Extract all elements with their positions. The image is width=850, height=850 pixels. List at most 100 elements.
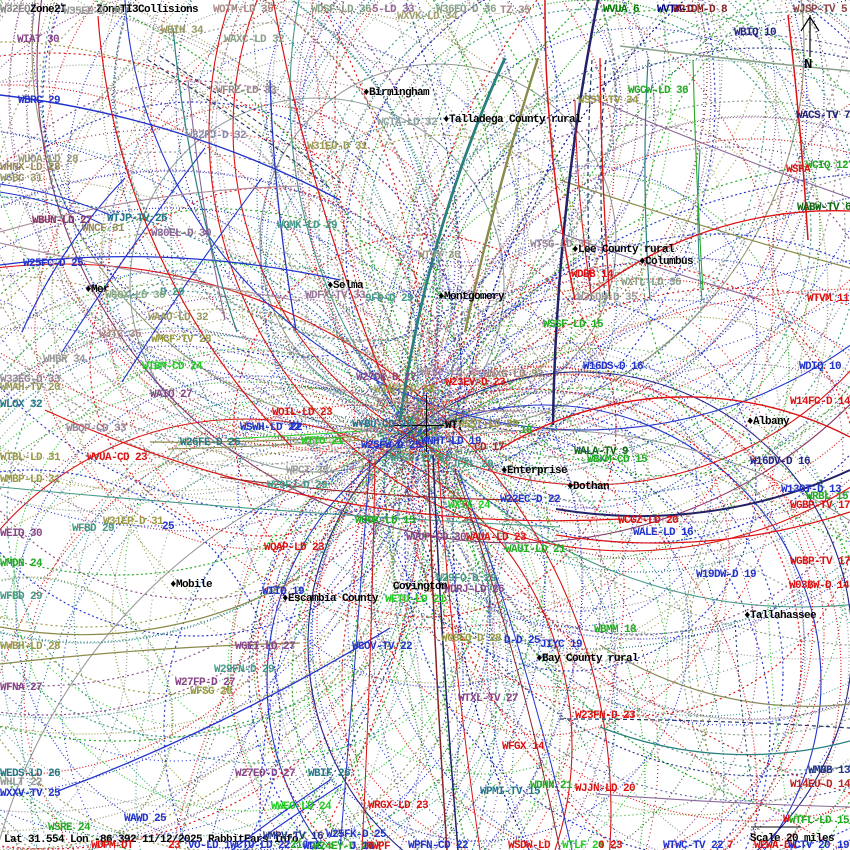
svg-text:W31EU-D 31: W31EU-D 31 xyxy=(307,141,368,153)
svg-text:JFXL 29: JFXL 29 xyxy=(451,459,493,471)
svg-text:WGBC 31: WGBC 31 xyxy=(0,173,43,185)
svg-text:WBUN-LD 27: WBUN-LD 27 xyxy=(32,215,92,227)
svg-text:25: 25 xyxy=(162,521,175,533)
svg-text:WOTM-LD 35: WOTM-LD 35 xyxy=(213,4,274,16)
svg-text:WNHT-LD 19: WNHT-LD 19 xyxy=(421,436,481,448)
svg-text:WBQP-CD 33: WBQP-CD 33 xyxy=(66,423,127,435)
svg-text:WXTL-LD 36: WXTL-LD 36 xyxy=(621,277,681,289)
svg-text:WBRC 29: WBRC 29 xyxy=(18,95,60,107)
svg-text:WFNA 27: WFNA 27 xyxy=(0,682,42,694)
svg-text:WFSG 28: WFSG 28 xyxy=(190,686,233,698)
svg-text:WAIQ 27: WAIQ 27 xyxy=(150,389,192,401)
svg-text:RWPF: RWPF xyxy=(366,841,390,850)
svg-text:WAAO-LD 32: WAAO-LD 32 xyxy=(148,312,208,324)
svg-text:♦Tallahassee: ♦Tallahassee xyxy=(744,610,817,622)
svg-text:WOIL-LD 23: WOIL-LD 23 xyxy=(272,407,333,419)
svg-text:23: 23 xyxy=(168,840,181,850)
svg-text:WMAH-TV 20: WMAH-TV 20 xyxy=(0,382,60,394)
svg-text:WMPV-TV 16: WMPV-TV 16 xyxy=(263,831,323,843)
svg-text:WXXV-TV 25: WXXV-TV 25 xyxy=(0,788,61,800)
svg-text:W19DW-D 19: W19DW-D 19 xyxy=(696,569,756,581)
svg-text:WIIQ 19: WIIQ 19 xyxy=(262,586,304,598)
svg-text:W21DM-D 8: W21DM-D 8 xyxy=(673,4,728,16)
svg-text:WWEO-LD 24: WWEO-LD 24 xyxy=(271,801,332,813)
svg-text:♦Talladega County rural: ♦Talladega County rural xyxy=(443,114,582,126)
svg-text:WGOX-LD 36: WGOX-LD 36 xyxy=(105,290,165,302)
svg-text:♦Escambia County: ♦Escambia County xyxy=(282,593,379,605)
svg-text:WCTV 20: WCTV 20 xyxy=(788,840,830,850)
svg-text:22: 22 xyxy=(290,422,302,434)
svg-text:Lat 31.554 Lon -86.392 11/12/2: Lat 31.554 Lon -86.392 11/12/2025 Rabbit… xyxy=(4,834,299,846)
svg-text:WGBP-TV 17: WGBP-TV 17 xyxy=(790,556,850,568)
svg-text:W22EC-D 22: W22EC-D 22 xyxy=(500,494,560,506)
svg-text:W24EY-D 24: W24EY-D 24 xyxy=(313,841,374,850)
svg-text:WRBL 15: WRBL 15 xyxy=(806,491,849,503)
svg-text:D-D 25: D-D 25 xyxy=(504,635,541,647)
svg-text:WOOK-LD 15: WOOK-LD 15 xyxy=(355,515,416,527)
svg-text:W25FC-D 25: W25FC-D 25 xyxy=(23,258,84,270)
svg-text:♦Montgomery: ♦Montgomery xyxy=(438,291,505,303)
svg-text:WBIF 26: WBIF 26 xyxy=(308,768,350,780)
svg-text:W26FE-D 26: W26FE-D 26 xyxy=(180,437,240,449)
svg-text:D 29: D 29 xyxy=(160,287,184,299)
svg-text:Scale 20 miles: Scale 20 miles xyxy=(750,833,834,845)
svg-text:WDFX-TV 33: WDFX-TV 33 xyxy=(305,290,366,302)
svg-text:WBIQ 10: WBIQ 10 xyxy=(734,27,776,39)
svg-text:WSST-LD 28: WSST-LD 28 xyxy=(458,419,519,431)
svg-text:WSWH-LD 22: WSWH-LD 22 xyxy=(240,422,300,434)
svg-text:WT(: WT( xyxy=(445,420,463,432)
svg-text:WCOV-TV 22: WCOV-TV 22 xyxy=(352,641,412,653)
svg-text:WCTU-LD 22: WCTU-LD 22 xyxy=(230,840,290,850)
svg-text:WQAP-LD 23: WQAP-LD 23 xyxy=(264,542,325,554)
svg-text:WFRZ-LD 33: WFRZ-LD 33 xyxy=(216,85,277,97)
svg-text:W25FW-D 25: W25FW-D 25 xyxy=(361,440,422,452)
svg-text:9FD-D 29: 9FD-D 29 xyxy=(365,293,413,305)
svg-text:WBIH 34: WBIH 34 xyxy=(161,25,204,37)
svg-text:WFBD 29: WFBD 29 xyxy=(0,591,42,603)
svg-text:W23EV-D 23: W23EV-D 23 xyxy=(445,377,506,389)
svg-text:WFBD 29: WFBD 29 xyxy=(72,523,114,535)
svg-text:WTVY 36: WTVY 36 xyxy=(418,250,460,262)
svg-text:WGEI-LD 27: WGEI-LD 27 xyxy=(235,641,295,653)
svg-text:W34FF-D 34: W34FF-D 34 xyxy=(374,384,435,396)
svg-text:0 23: 0 23 xyxy=(598,840,623,850)
svg-text:WNCF 31: WNCF 31 xyxy=(82,223,125,235)
svg-text:WYBU-CD 26: WYBU-CD 26 xyxy=(352,419,412,431)
svg-text:WRGX-LD 23: WRGX-LD 23 xyxy=(368,800,429,812)
svg-text:_TZ 35: _TZ 35 xyxy=(493,5,531,17)
svg-text:WEDS-LD 26: WEDS-LD 26 xyxy=(0,768,60,780)
svg-text:WJSP-TV 5: WJSP-TV 5 xyxy=(793,4,848,16)
svg-text:WBXM-CD 15: WBXM-CD 15 xyxy=(587,454,648,466)
svg-text:♦Mobile: ♦Mobile xyxy=(170,579,213,591)
svg-text:WTSG-LD 33: WTSG-LD 33 xyxy=(530,239,591,251)
svg-text:WTFL-LD 15: WTFL-LD 15 xyxy=(789,815,850,827)
svg-text:♦Mer: ♦Mer xyxy=(85,284,109,296)
svg-text:WALE-LD 16: WALE-LD 16 xyxy=(633,527,693,539)
svg-text:W08EQ-D 28: W08EQ-D 28 xyxy=(441,633,502,645)
svg-text:W16DS-D 16: W16DS-D 16 xyxy=(583,361,643,373)
svg-text:♦Lee County rural: ♦Lee County rural xyxy=(572,244,675,256)
svg-text:WTVM 11: WTVM 11 xyxy=(807,293,850,305)
svg-text:WDBB 14: WDBB 14 xyxy=(571,269,614,281)
svg-text:WDIQ 10: WDIQ 10 xyxy=(799,361,841,373)
svg-text:WDE: WDE xyxy=(303,841,322,850)
svg-text:WAUI-LD 21: WAUI-LD 21 xyxy=(505,544,566,556)
svg-text:♦Birmingham: ♦Birmingham xyxy=(363,87,430,99)
svg-text:WDPM-DT: WDPM-DT xyxy=(91,840,134,850)
svg-text:ZoneTI3Collisions: ZoneTI3Collisions xyxy=(96,4,198,16)
svg-text:WWBH-LD 28: WWBH-LD 28 xyxy=(0,641,61,653)
svg-text:WGBP-TV 17: WGBP-TV 17 xyxy=(790,500,850,512)
svg-text:W32FJ-D 32: W32FJ-D 32 xyxy=(186,130,246,142)
svg-text:WXTX 24: WXTX 24 xyxy=(448,500,491,512)
svg-text:W: W xyxy=(783,814,790,826)
svg-text:WSFA: WSFA xyxy=(786,164,811,176)
svg-text:W36EO-D 36: W36EO-D 36 xyxy=(436,4,496,16)
svg-text:WXVK-LD 34: WXVK-LD 34 xyxy=(397,11,458,23)
svg-text:WTBL-LD 31: WTBL-LD 31 xyxy=(0,452,61,464)
svg-text:WHNX-LD 28: WHNX-LD 28 xyxy=(0,162,61,174)
svg-text:W03BW-D 14: W03BW-D 14 xyxy=(789,580,850,592)
svg-text:WVUA 6: WVUA 6 xyxy=(603,4,639,16)
svg-text:WDRJ-LD 26: WDRJ-LD 26 xyxy=(444,584,504,596)
svg-text:WSRE 24: WSRE 24 xyxy=(48,822,91,834)
svg-text:WSDW-LD: WSDW-LD xyxy=(508,840,551,850)
